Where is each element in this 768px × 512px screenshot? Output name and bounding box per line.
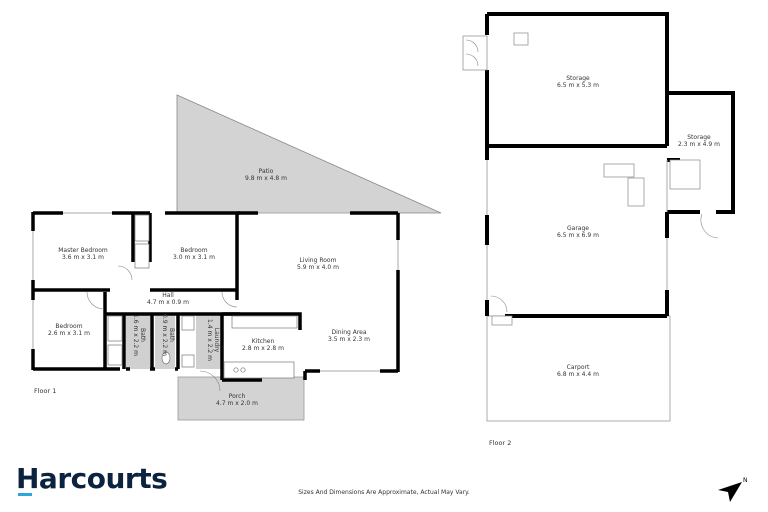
floor-1-walls bbox=[31, 211, 400, 382]
floor-1-label: Floor 1 bbox=[34, 387, 56, 395]
room-dims: 0.9 m x 2.2 m bbox=[161, 314, 168, 356]
room-name: Kitchen bbox=[252, 338, 275, 345]
room-name: Patio bbox=[259, 168, 274, 175]
room-name: Dining Area bbox=[331, 329, 366, 336]
room-name: Porch bbox=[229, 393, 246, 400]
north-label: N bbox=[743, 477, 748, 484]
room-dims: 2.6 m x 3.1 m bbox=[48, 330, 90, 337]
room-name: Garage bbox=[567, 225, 589, 232]
room-dims: 2.8 m x 2.8 m bbox=[242, 345, 284, 352]
room-dims: 1.4 m x 2.2 m bbox=[206, 319, 213, 361]
room-dims: 3.6 m x 3.1 m bbox=[62, 254, 104, 261]
floor-2-windows bbox=[486, 160, 668, 300]
room-dims: 4.7 m x 2.0 m bbox=[216, 400, 258, 407]
room-dims: 2.3 m x 4.9 m bbox=[678, 141, 720, 148]
room-name: Bath bbox=[168, 328, 175, 342]
room-name: Living Room bbox=[300, 257, 337, 264]
room-dims: 6.5 m x 5.3 m bbox=[557, 82, 599, 89]
room-dims: 3.0 m x 3.1 m bbox=[173, 254, 215, 261]
room-dims: 6.8 m x 4.4 m bbox=[557, 371, 599, 378]
floor-2-plan: Storage 6.5 m x 5.3 m Storage 2.3 m x 4.… bbox=[462, 12, 735, 447]
room-dims: 1.6 m x 2.2 m bbox=[132, 314, 139, 356]
room-dims: 5.9 m x 4.0 m bbox=[297, 264, 339, 271]
laundry-floor bbox=[196, 314, 222, 369]
carport-area bbox=[486, 315, 671, 422]
room-name: Bedroom bbox=[55, 323, 82, 330]
disclaimer-text: Sizes And Dimensions Are Approximate, Ac… bbox=[298, 489, 470, 496]
harcourts-logo: Harcourts bbox=[16, 462, 168, 495]
floor-1-doors bbox=[86, 265, 238, 392]
room-dims: 9.8 m x 4.8 m bbox=[245, 175, 287, 182]
room-name: Hall bbox=[162, 292, 174, 299]
floor-1-plan: Patio 9.8 m x 4.8 m Master Bedroom 3.6 m… bbox=[31, 94, 442, 421]
room-name: Laundry bbox=[213, 328, 220, 353]
bath-2-floor bbox=[155, 314, 175, 369]
room-name: Storage bbox=[687, 134, 711, 141]
north-arrow-icon: N bbox=[718, 477, 748, 502]
floor-2-fixtures bbox=[462, 32, 701, 326]
floor-2-label: Floor 2 bbox=[489, 439, 511, 447]
room-dims: 6.5 m x 6.9 m bbox=[557, 232, 599, 239]
room-name: Bath bbox=[139, 328, 146, 342]
room-dims: 4.7 m x 0.9 m bbox=[147, 299, 189, 306]
logo-accent-bar bbox=[18, 493, 32, 496]
room-name: Carport bbox=[567, 364, 590, 371]
bath-1-floor bbox=[126, 314, 150, 369]
floor-2-walls bbox=[485, 12, 735, 318]
floor-1-windows bbox=[32, 212, 399, 372]
porch-area bbox=[177, 376, 305, 421]
floor-2-doors bbox=[465, 39, 719, 313]
room-dims: 3.5 m x 2.3 m bbox=[328, 336, 370, 343]
room-name: Bedroom bbox=[180, 247, 207, 254]
floor-1-room-labels: Patio 9.8 m x 4.8 m Master Bedroom 3.6 m… bbox=[34, 168, 370, 407]
room-name: Master Bedroom bbox=[58, 247, 108, 254]
room-name: Storage bbox=[566, 75, 590, 82]
floor-2-room-labels: Storage 6.5 m x 5.3 m Storage 2.3 m x 4.… bbox=[489, 75, 720, 447]
patio-area bbox=[176, 94, 442, 214]
floor-1-fixtures bbox=[107, 214, 298, 379]
